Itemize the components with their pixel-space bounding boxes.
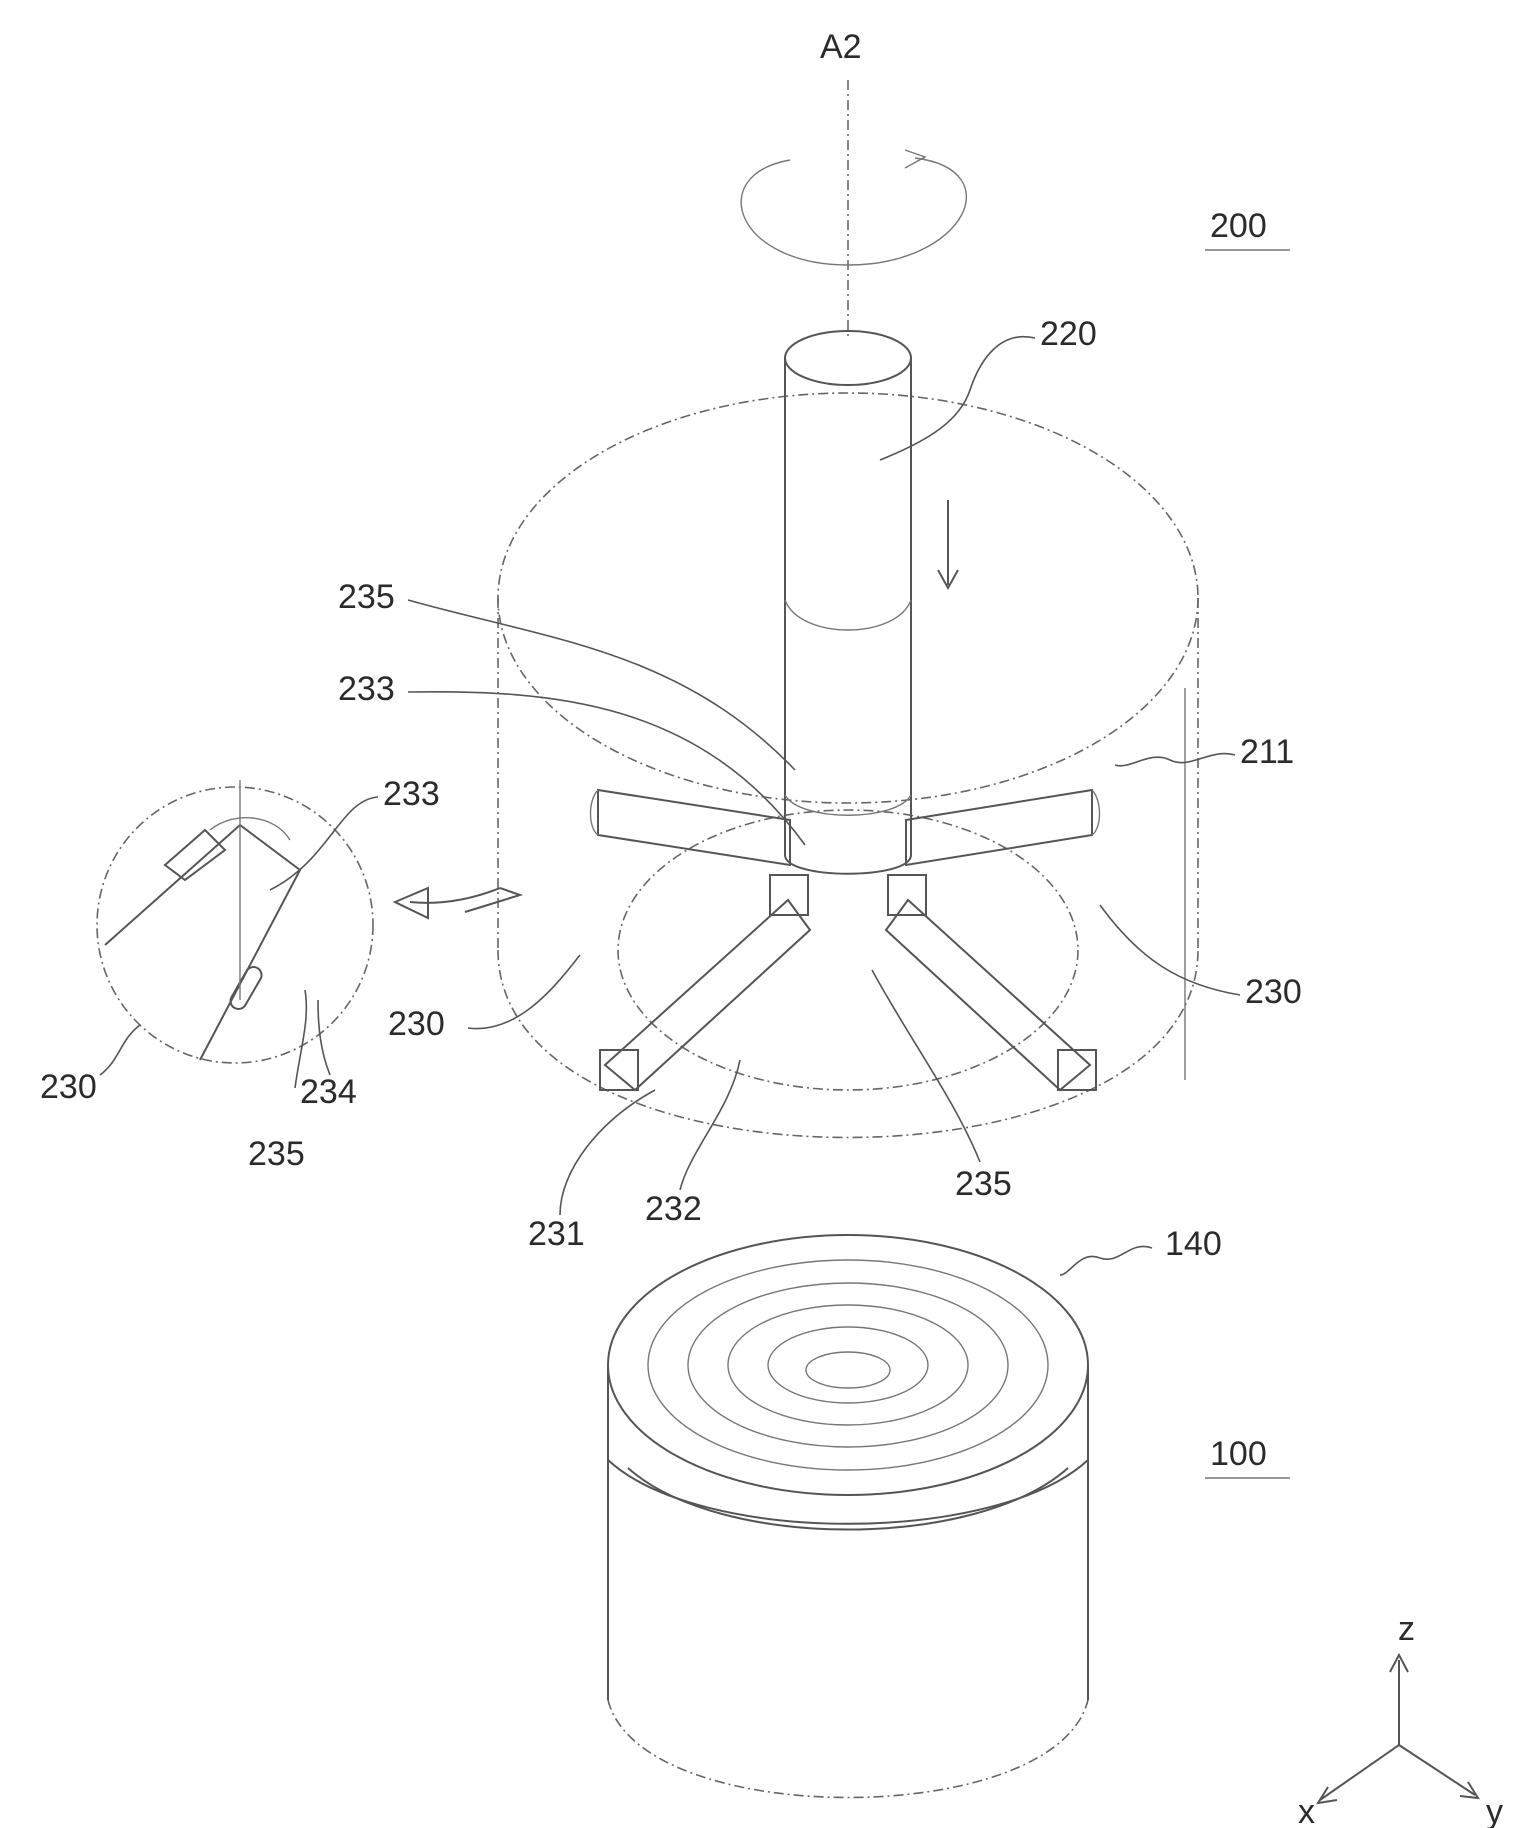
enclosure-cylinder: [498, 393, 1198, 1138]
assembly-label-upper: 200: [1210, 207, 1267, 245]
stator-assembly: [608, 1235, 1088, 1798]
assembly-label-200: 200: [1205, 207, 1290, 250]
label-detail-arm: 230: [40, 1068, 97, 1106]
label-pin-upper: 235: [338, 578, 395, 616]
assembly-label-lower: 100: [1210, 1435, 1267, 1473]
label-arm-left: 230: [388, 1005, 445, 1043]
label-detail-pad: 233: [383, 775, 440, 813]
axis-y-label: y: [1486, 1793, 1503, 1828]
rotation-axis: [741, 80, 966, 340]
arm-lower-left: [600, 875, 810, 1090]
label-shaft: 220: [1040, 315, 1097, 353]
label-pin-lower: 235: [955, 1165, 1012, 1203]
axis-z-label: z: [1398, 1610, 1415, 1648]
detail-callout: [97, 780, 520, 1063]
label-arm-right: 230: [1245, 973, 1302, 1011]
shaft: [785, 331, 958, 874]
assembly-label-100: 100: [1205, 1435, 1290, 1478]
label-core: 140: [1165, 1225, 1222, 1263]
coordinate-axes: [1318, 1655, 1478, 1803]
arm-lower-right: [886, 875, 1096, 1090]
arm-upper-right: [906, 790, 1100, 865]
label-detail-slot: 234: [300, 1073, 357, 1111]
label-enclosure: 211: [1240, 733, 1294, 771]
label-arm-face: 232: [645, 1190, 702, 1228]
axis-x-label: x: [1298, 1793, 1315, 1828]
label-pad-upper: 233: [338, 670, 395, 708]
arm-upper-left: [591, 790, 791, 865]
axis-label: A2: [820, 28, 862, 66]
label-arm-end: 231: [528, 1215, 585, 1253]
label-detail-pin: 235: [248, 1135, 305, 1173]
